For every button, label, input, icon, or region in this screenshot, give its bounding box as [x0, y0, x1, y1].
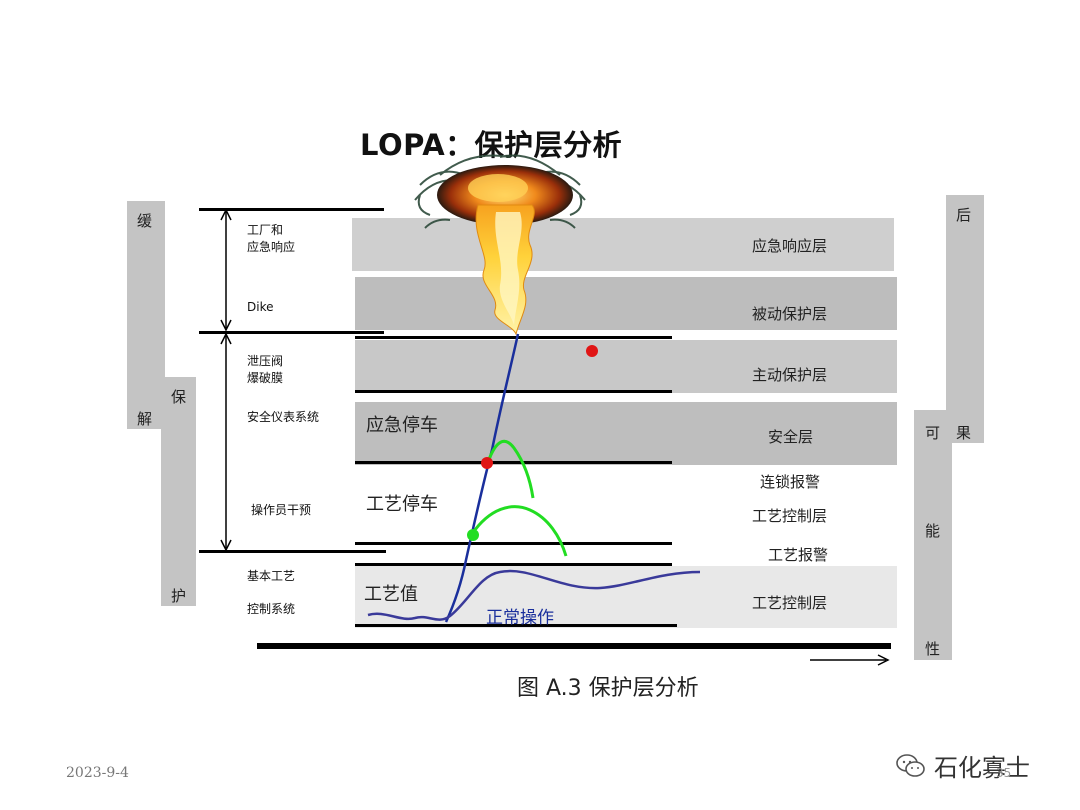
label-rupture-disc: 爆破膜 — [247, 371, 284, 385]
line-left-lower — [199, 550, 386, 553]
band-safety — [355, 402, 897, 465]
label-process-value: 工艺值 — [364, 584, 418, 605]
side-char-mitigation-2: 解 — [137, 410, 153, 428]
side-char-likelihood-1: 可 — [925, 424, 941, 442]
line-left-upper — [199, 331, 384, 334]
arrow-upper-range — [220, 208, 232, 332]
band-passive-protection — [355, 277, 897, 330]
escalation-line — [444, 333, 520, 623]
line-active-bottom — [355, 390, 672, 393]
label-normal-operation: 正常操作 — [486, 608, 554, 628]
label-relief-valve: 泄压阀 — [247, 354, 284, 368]
side-char-consequence-2: 果 — [956, 424, 972, 442]
band-label-process-control: 工艺控制层 — [752, 594, 828, 612]
red-dot-active — [586, 345, 598, 357]
band-label-safety: 安全层 — [768, 428, 814, 446]
line-operator-bottom — [355, 542, 672, 545]
explosion-icon — [414, 154, 586, 336]
side-bar-mitigation — [127, 201, 165, 429]
label-bpcs-line2: 控制系统 — [247, 602, 296, 616]
arrow-right — [810, 654, 890, 666]
line-bpcs-top — [355, 563, 672, 566]
side-char-mitigation-1: 缓 — [137, 212, 153, 230]
side-char-likelihood-2: 能 — [925, 522, 941, 540]
band-active-protection — [355, 340, 897, 393]
brand-watermark: 石化寡士 — [896, 748, 1030, 783]
label-process-shutdown: 工艺停车 — [366, 494, 438, 515]
band-label-passive-protection: 被动保护层 — [752, 305, 828, 323]
label-bpcs-line1: 基本工艺 — [247, 569, 296, 583]
side-bar-protection — [161, 377, 196, 606]
side-char-likelihood-3: 性 — [925, 640, 941, 658]
brand-name: 石化寡士 — [934, 754, 1030, 782]
page-number: 35 — [996, 766, 1012, 780]
line-base — [257, 643, 891, 649]
label-emergency-shutdown: 应急停车 — [366, 415, 438, 436]
side-bar-likelihood — [914, 410, 952, 660]
label-plant-emergency-line2: 应急响应 — [247, 240, 296, 254]
line-active-top — [355, 336, 672, 339]
footer-date: 2023-9-4 — [66, 765, 129, 781]
figure-caption: 图 A.3 保护层分析 — [517, 676, 699, 701]
line-top-left — [199, 208, 384, 211]
side-char-protection-1: 保 — [171, 388, 187, 406]
green-dot-trip — [467, 529, 479, 541]
band-label-active-protection: 主动保护层 — [752, 366, 828, 384]
green-curve-lower — [470, 505, 568, 557]
green-curve-upper — [486, 439, 535, 499]
label-process-alarm: 工艺报警 — [768, 546, 829, 564]
band-label-emergency-response: 应急响应层 — [752, 237, 828, 255]
side-bar-consequence — [946, 195, 984, 443]
label-sis: 安全仪表系统 — [247, 410, 320, 424]
side-char-consequence-1: 后 — [956, 206, 972, 224]
red-dot-shutdown — [481, 457, 493, 469]
label-plant-emergency-line1: 工厂和 — [247, 223, 284, 237]
line-bpcs-bottom — [355, 624, 677, 627]
label-interlock-alarm: 连锁报警 — [760, 473, 821, 491]
arrow-lower-range — [220, 332, 232, 552]
label-dike: Dike — [247, 300, 274, 314]
label-operator-intervention: 操作员干预 — [251, 503, 312, 517]
wechat-icon — [896, 753, 925, 777]
process-value-line — [367, 569, 701, 621]
label-process-control-layer: 工艺控制层 — [752, 507, 828, 525]
line-safety-bottom — [355, 461, 672, 464]
band-emergency-response — [352, 218, 894, 271]
side-char-protection-2: 护 — [171, 587, 187, 605]
